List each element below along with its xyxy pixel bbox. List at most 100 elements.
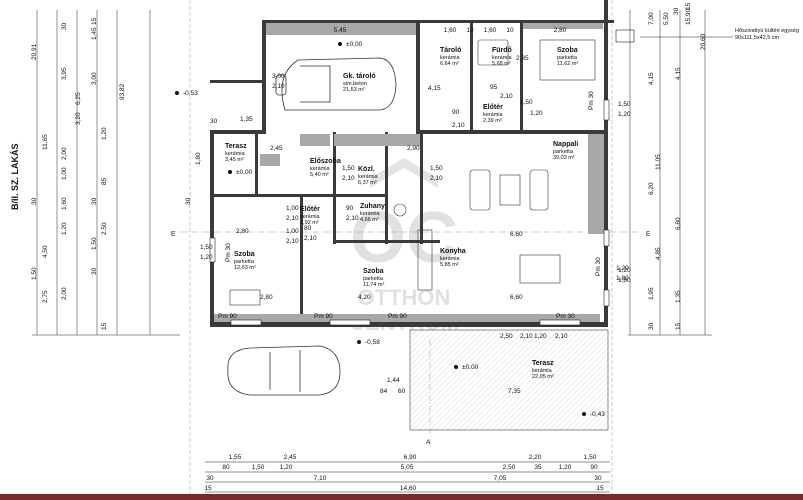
- inner-dimension: 1,20: [616, 265, 629, 272]
- bottom-dimension: 6,90: [404, 454, 417, 461]
- left-dimension: 30: [31, 197, 38, 205]
- inner-dimension: 6,60: [510, 231, 523, 238]
- room-material: kerámia: [358, 174, 379, 180]
- room-area: 6,64 m²: [440, 61, 459, 67]
- level-marker-icon: [228, 170, 232, 174]
- kitchen-counter-icon: [417, 229, 433, 291]
- room-area: 4,66 m²: [360, 217, 379, 223]
- left-dimension: 1,20: [61, 222, 68, 235]
- level-marker-icon: [338, 42, 342, 46]
- left-dimension: 6,25: [75, 92, 82, 105]
- left-dimension: 15: [101, 322, 108, 330]
- room-name: Szoba: [234, 251, 255, 258]
- room-area: 5,68 m²: [492, 61, 511, 67]
- room-area: 22,05 m²: [532, 374, 554, 380]
- left-dimension: 1,00: [61, 167, 68, 180]
- inner-dimension: 1,50: [200, 244, 213, 251]
- level-label: -0,58: [365, 339, 380, 346]
- level-label: -0,43: [590, 411, 605, 418]
- left-dimension: 30: [91, 267, 98, 275]
- right-dimension: 15: [685, 2, 692, 10]
- right-dimension: 4,85: [655, 247, 662, 260]
- left-dimension: 3,20: [75, 112, 82, 125]
- inner-dimension: 1,50: [430, 165, 443, 172]
- right-dimension: 4,15: [648, 72, 655, 85]
- dining-table-icon: [519, 254, 561, 284]
- bottom-dimension: 7,05: [494, 475, 507, 482]
- inner-dimension: 1,50: [520, 99, 533, 106]
- top-dimension: 10: [466, 27, 474, 34]
- room-area: 11,74 m²: [363, 282, 384, 288]
- room-material: kerámia: [360, 211, 381, 217]
- bottom-dimension: 35: [534, 464, 542, 471]
- inner-dimension: 2,10: [342, 175, 355, 182]
- bottom-strip: [0, 494, 803, 500]
- inner-dimension: 4,20: [358, 294, 371, 301]
- right-dimension: 1,20: [618, 267, 631, 274]
- right-dimension: 1,50: [618, 101, 631, 108]
- left-dimension: 15: [91, 17, 98, 25]
- left-dimension: 1,20: [101, 127, 108, 140]
- bed-large-icon: [539, 39, 596, 81]
- room-material: kerámia: [310, 166, 331, 172]
- right-dimension: 1,20: [618, 111, 631, 118]
- inner-dimension: 30: [210, 118, 218, 125]
- bed-icon: [229, 289, 261, 306]
- left-dimension: 30: [185, 197, 192, 205]
- inner-dimension: 2,45: [270, 145, 283, 152]
- room-area: 5,85 m²: [440, 262, 459, 268]
- left-dimension: 3,00: [91, 72, 98, 85]
- right-dimension: 15,90: [685, 8, 692, 25]
- left-dimension: 20,91: [31, 43, 38, 60]
- right-dimension: 30: [673, 7, 680, 15]
- inner-dimension: 80: [304, 225, 312, 232]
- right-dimension: 15: [675, 322, 682, 330]
- room-area: 21,53 m²: [343, 87, 365, 93]
- inner-dimension: 95: [490, 84, 498, 91]
- left-dimension: 2,00: [61, 147, 68, 160]
- coffee-table-icon: [499, 174, 521, 206]
- right-dimension: 11,05: [655, 154, 662, 170]
- left-dimension: 1,45: [91, 27, 98, 40]
- room-name: Terasz: [532, 360, 554, 367]
- level-label: ±0,00: [346, 41, 363, 48]
- room-name: Gk. tároló: [343, 73, 376, 80]
- room-name: Nappali: [553, 141, 578, 148]
- right-dimension: 1,95: [648, 287, 655, 300]
- right-dimension: 6,20: [648, 182, 655, 195]
- inner-dimension: 4,15: [428, 85, 441, 92]
- room-area: 11,62 m²: [557, 61, 578, 67]
- windows: [209, 99, 610, 326]
- bottom-dimension: 5,05: [401, 464, 414, 471]
- left-dimension: 85: [101, 177, 108, 185]
- room-material: kerámia: [440, 55, 461, 61]
- room-material: sim.beton: [343, 81, 367, 87]
- level-label: -0,53: [183, 90, 198, 97]
- bottom-dimension: 7,10: [314, 475, 327, 482]
- bottom-dimension: 2,20: [529, 454, 542, 461]
- note-line1: Hőszivattyú kültéri egység: [735, 28, 799, 34]
- inner-dimension: 3,00: [272, 73, 285, 80]
- bottom-dimension: 1,50: [584, 454, 597, 461]
- section-mark: A: [426, 439, 431, 446]
- room-material: kerámia: [300, 214, 321, 220]
- inner-dimension: 1,00: [286, 205, 299, 212]
- left-dimension: 30: [61, 22, 68, 30]
- room-name: Szoba: [557, 47, 578, 54]
- inner-dimension: 1,20: [200, 254, 213, 261]
- inner-dimension: 2,80: [260, 294, 273, 301]
- inner-dimension: 2,10: [452, 122, 465, 129]
- left-dimension: 11,65: [42, 134, 49, 150]
- room-area: 3,45 m²: [225, 157, 244, 163]
- right-dimension: 1,80: [618, 277, 631, 284]
- inner-dimension: 1,35: [240, 116, 253, 123]
- room-area: 1,92 m²: [300, 220, 319, 226]
- right-dimension: 6,80: [675, 217, 682, 230]
- wall-fill: [214, 23, 604, 322]
- inner-dimension: 2,10: [430, 175, 443, 182]
- terrace-area: [409, 329, 609, 431]
